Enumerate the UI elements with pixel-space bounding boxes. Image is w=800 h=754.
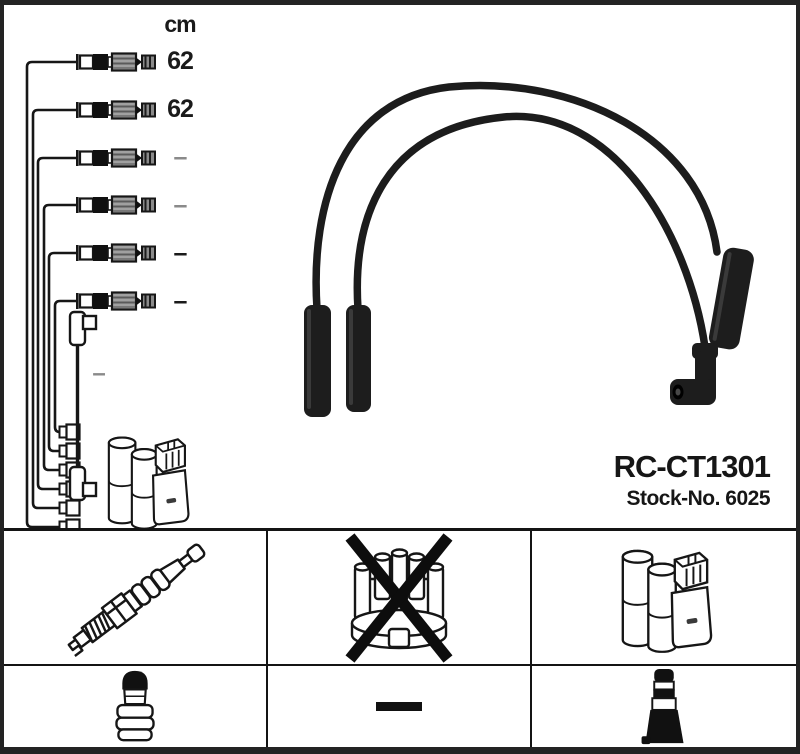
crossed-out-x	[345, 532, 453, 663]
ignition-wire-set-photo	[304, 81, 754, 417]
coil-wire-icon	[68, 310, 98, 502]
ignition-coil-small-icon	[107, 436, 190, 530]
legend-cell-distributor-cap	[268, 531, 532, 666]
cable-length-6: –	[173, 287, 188, 315]
length-unit-header: cm	[164, 11, 196, 37]
cable-length-5: –	[173, 239, 188, 267]
legend-cell-coil-boot	[532, 666, 796, 747]
legend-cell-dash	[268, 666, 532, 747]
cable-length-1: 62	[167, 47, 194, 75]
distributor-cap-crossed-out-icon	[345, 532, 453, 663]
coil-wire-length: –	[92, 360, 106, 387]
cable-length-3: –	[173, 143, 188, 171]
product-code: RC-CT1301	[613, 449, 771, 484]
stock-number: Stock-No. 6025	[626, 487, 770, 510]
cable-length-4: –	[173, 191, 188, 219]
cable-length-2: 62	[167, 95, 194, 123]
not-applicable-dash-icon	[376, 702, 422, 711]
straight-boot-3	[708, 247, 754, 350]
spark-plug-boot-icon	[115, 670, 155, 741]
coil-boot-icon	[641, 668, 684, 744]
product-code-block: RC-CT1301 Stock-No. 6025	[613, 449, 771, 511]
cable-kit-schematic	[25, 52, 190, 533]
legend-cell-spark-plug	[4, 531, 268, 666]
wire-2	[353, 112, 709, 351]
spark-plug-icon	[67, 543, 206, 657]
routing-bracket	[25, 60, 76, 529]
legend-grid	[4, 528, 796, 754]
wire-1	[312, 81, 721, 313]
ignition-coil-icon	[621, 549, 713, 653]
legend-cell-plug-boot	[4, 666, 268, 747]
elbow-boot	[670, 343, 718, 405]
legend-cell-ignition-coil	[532, 531, 796, 666]
